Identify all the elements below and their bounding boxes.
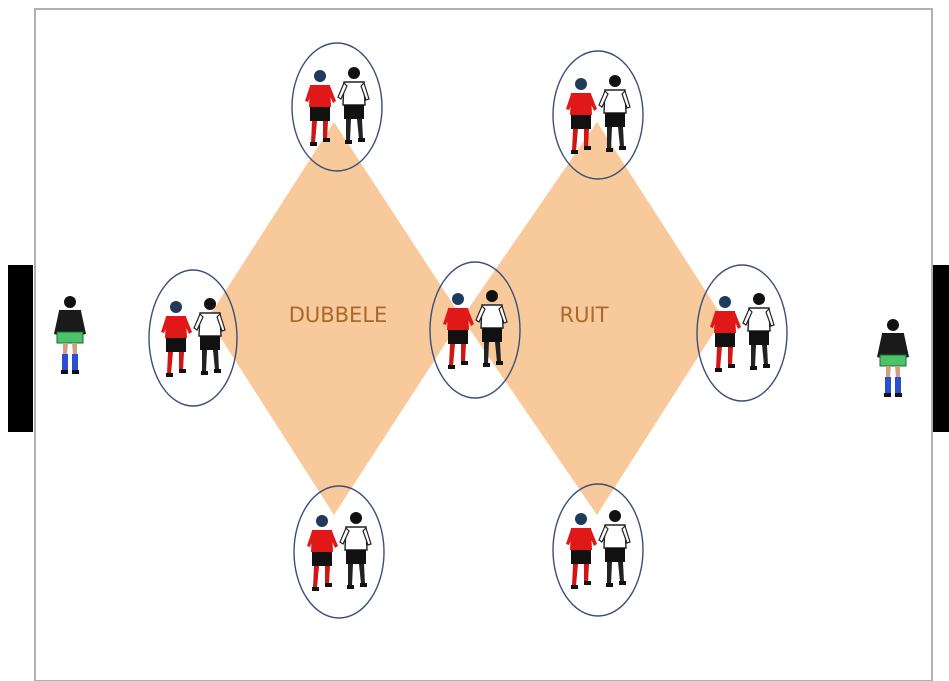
player-pair-icon xyxy=(148,269,238,407)
player-pair-icon xyxy=(552,50,644,180)
player-pair-center xyxy=(429,261,521,399)
left-diamond xyxy=(208,122,462,515)
player-pair-left xyxy=(148,269,238,407)
player-pair-icon xyxy=(429,261,521,399)
player-pair-bottom-right xyxy=(552,483,644,617)
right-diamond xyxy=(462,122,723,515)
diamond-label-right: RUIT xyxy=(560,303,609,327)
player-pair-icon xyxy=(293,485,385,619)
player-pair-icon xyxy=(552,483,644,617)
player-pair-icon xyxy=(696,264,788,402)
player-pair-icon xyxy=(291,42,383,172)
left-goal xyxy=(8,265,33,432)
player-pair-right xyxy=(696,264,788,402)
diamond-label-left: DUBBELE xyxy=(289,303,388,327)
player-pair-top-left xyxy=(291,42,383,172)
right-goal xyxy=(933,265,949,432)
player-pair-bottom-left xyxy=(293,485,385,619)
player-pair-top-right xyxy=(552,50,644,180)
